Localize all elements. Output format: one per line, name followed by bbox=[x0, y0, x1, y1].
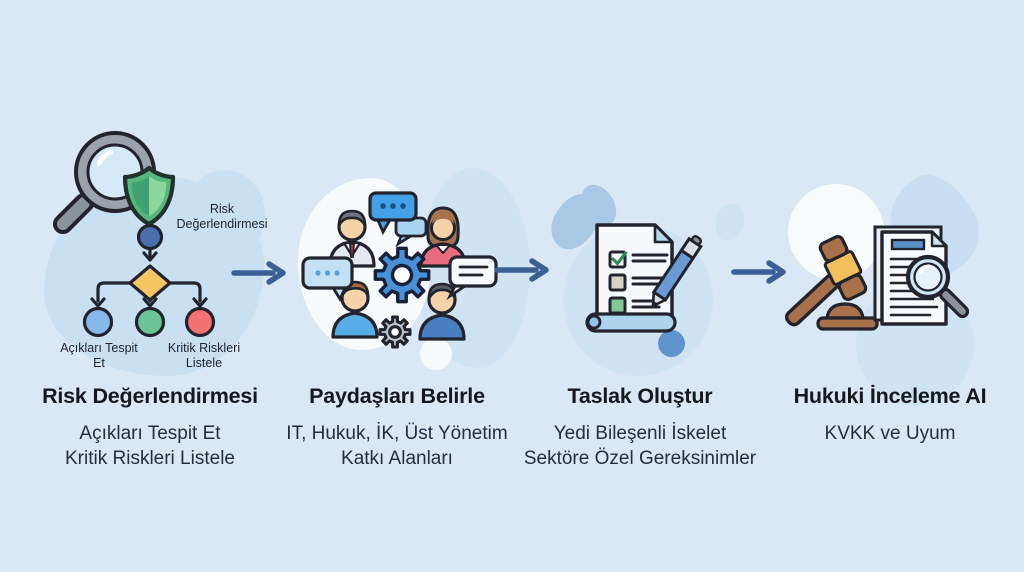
flowchart-middle-node bbox=[134, 306, 166, 338]
magnifier-shield-icon bbox=[52, 131, 176, 235]
person-woman-icon bbox=[419, 206, 467, 268]
speech-bubble-dots-icon bbox=[301, 256, 354, 302]
step-title: Paydaşları Belirle bbox=[309, 384, 485, 408]
step-subtitle-line: Kritik Riskleri Listele bbox=[65, 448, 235, 469]
flowchart-left-label: Açıkları Tespit Et bbox=[60, 341, 138, 370]
pen-icon bbox=[651, 235, 703, 308]
gear-icon bbox=[373, 246, 431, 304]
stakeholders-discussion-icon bbox=[301, 191, 498, 349]
speech-bubble-dots-blue-icon bbox=[368, 191, 418, 236]
magnifier-small-icon bbox=[905, 254, 970, 319]
arrow-right-icon bbox=[494, 258, 549, 282]
step-taslak-olustur: Taslak Oluştur Yedi Bileşenli İskelet Se… bbox=[508, 384, 772, 471]
step-subtitle-line: Açıkları Tespit Et bbox=[79, 423, 221, 444]
person-man-icon bbox=[418, 282, 466, 341]
background-blob bbox=[711, 200, 749, 244]
gear-small-icon bbox=[378, 315, 412, 349]
accent-dot bbox=[658, 330, 685, 357]
step-subtitle-line: Sektöre Özel Gereksinimler bbox=[523, 448, 757, 469]
background-blob bbox=[420, 338, 452, 370]
step-subtitle-line: KVKK ve Uyum bbox=[824, 423, 956, 444]
flowchart-root-label: Risk Değerlendirmesi bbox=[176, 202, 268, 231]
flowchart-left-node bbox=[82, 306, 114, 338]
flowchart-decision-node bbox=[128, 264, 172, 302]
document-magnifier-icon bbox=[873, 225, 970, 326]
step-title: Risk Değerlendirmesi bbox=[42, 384, 258, 408]
step-subtitle-line: IT, Hukuk, İK, Üst Yönetim bbox=[286, 423, 508, 444]
step-subtitle-line: Yedi Bileşenli İskelet bbox=[553, 423, 727, 444]
arrow-right-icon bbox=[731, 260, 786, 284]
legal-review-icon bbox=[785, 225, 970, 331]
step-hukuki-inceleme-ai: Hukuki İnceleme AI KVKK ve Uyum bbox=[758, 384, 1022, 446]
flowchart-right-node bbox=[184, 306, 216, 338]
step-paydaslari-belirle: Paydaşları Belirle IT, Hukuk, İK, Üst Yö… bbox=[265, 384, 529, 471]
document-icon bbox=[585, 223, 677, 333]
speech-bubble-small-icon bbox=[394, 216, 428, 248]
arrow-right-icon bbox=[231, 261, 286, 285]
background-blob bbox=[185, 170, 265, 260]
speech-bubble-lines-icon bbox=[446, 255, 498, 301]
flowchart-right-label: Kritik Riskleri Listele bbox=[167, 341, 241, 370]
gavel-icon bbox=[785, 234, 879, 331]
step-subtitle-line: Katkı Alanları bbox=[341, 448, 453, 469]
decision-flowchart-icon bbox=[82, 223, 216, 338]
step-title: Hukuki İnceleme AI bbox=[793, 384, 987, 408]
shield-icon bbox=[122, 165, 176, 227]
step-risk-degerlendirmesi: Risk Değerlendirmesi Açıkları Tespit Et … bbox=[18, 384, 282, 471]
flowchart-root-node bbox=[136, 223, 164, 251]
checklist-document-icon bbox=[585, 223, 703, 333]
step-title: Taslak Oluştur bbox=[567, 384, 713, 408]
